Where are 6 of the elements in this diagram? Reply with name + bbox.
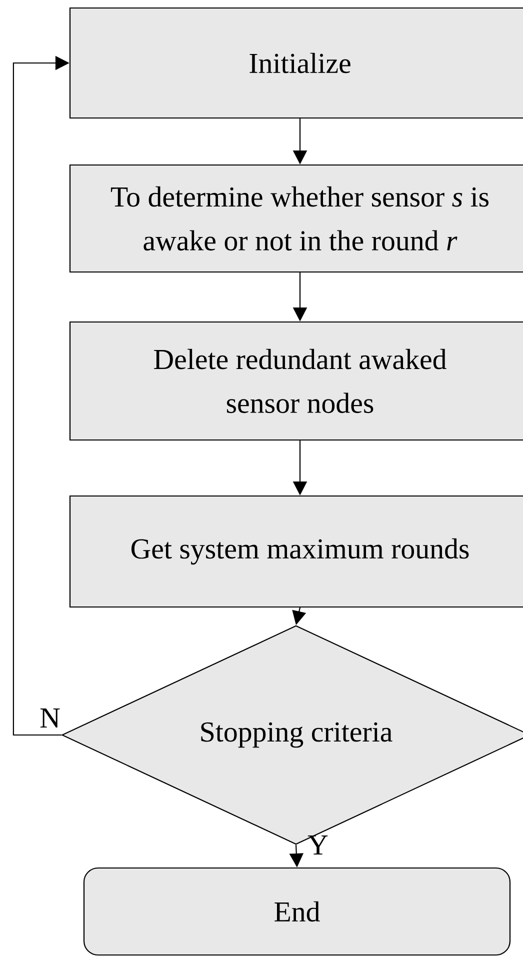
edge-label: N bbox=[40, 708, 60, 728]
terminal-box: End bbox=[83, 867, 511, 956]
process-box: Initialize bbox=[69, 7, 523, 119]
process-box: Delete redundant awaked sensor nodes bbox=[69, 321, 523, 441]
process-box: To determine whether sensor s is awake or not in the round r bbox=[69, 164, 523, 273]
process-box: Get system maximum rounds bbox=[69, 495, 523, 608]
